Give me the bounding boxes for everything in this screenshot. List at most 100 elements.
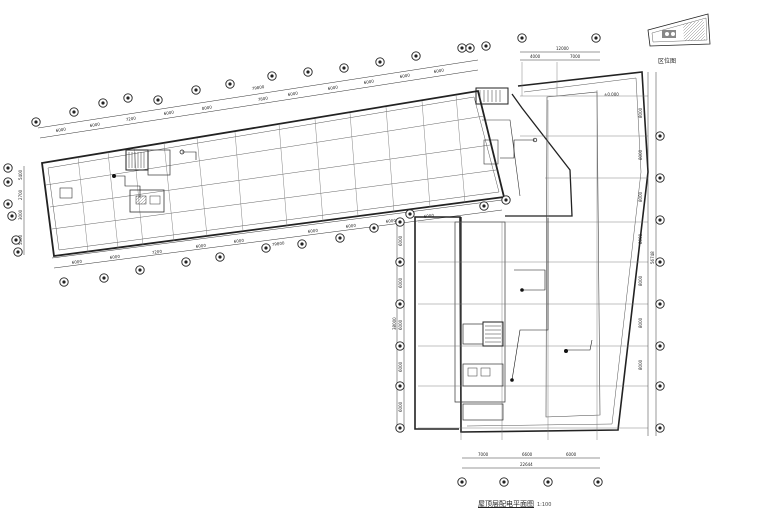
dim-right-3: 8000 <box>638 191 643 202</box>
axis-bubble-mark <box>398 220 402 224</box>
axis-bubble-mark <box>658 344 662 348</box>
axis-bubble-mark <box>398 384 402 388</box>
dim-bottom-left-9: 6000 <box>423 213 434 219</box>
axis-bubble-mark <box>378 60 382 64</box>
dimension-text: 6000 6000 7200 6000 8000 7800 6000 6000 … <box>18 46 655 467</box>
dim-bottom-left-3: 7200 <box>151 249 162 255</box>
axis-bubble-mark <box>546 480 550 484</box>
axis-bubble-mark <box>658 302 662 306</box>
axis-bubbles <box>3 33 665 487</box>
axis-bubble-mark <box>594 36 598 40</box>
dim-bottom-right-1: 7000 <box>478 452 489 457</box>
axis-bubble-mark <box>72 110 76 114</box>
dim-bottom-right-3: 6000 <box>566 452 577 457</box>
dimension-lines <box>23 51 657 469</box>
axis-bubble-mark <box>504 198 508 202</box>
dim-top-left-2: 6000 <box>89 121 100 128</box>
axis-bubble-mark <box>264 246 268 250</box>
axis-bubble-mark <box>398 260 402 264</box>
east-wing <box>414 62 649 440</box>
axis-bubble-mark <box>520 36 524 40</box>
axis-bubble-mark <box>658 426 662 430</box>
dim-bottom-left-5: 6000 <box>233 238 244 244</box>
axis-bubble-mark <box>102 276 106 280</box>
key-plan <box>647 13 711 47</box>
axis-bubble-mark <box>658 176 662 180</box>
dim-bottom-right-2: 6600 <box>522 452 533 457</box>
dim-bottom-left-8: 6000 <box>385 218 396 224</box>
dim-left-2: 6000 <box>398 277 403 288</box>
axis-bubble-mark <box>156 98 160 102</box>
dim-west-2: 2700 <box>18 189 23 200</box>
axis-bubble-mark <box>372 226 376 230</box>
axis-bubble-mark <box>14 238 18 242</box>
dim-bottom-left-1: 6000 <box>71 259 82 265</box>
axis-bubble-mark <box>34 120 38 124</box>
dim-top-left-4: 6000 <box>163 109 174 116</box>
dim-top-right-1: 4000 <box>530 54 541 59</box>
axis-bubble-mark <box>228 82 232 86</box>
axis-bubble-mark <box>414 54 418 58</box>
axis-bubble-mark <box>658 260 662 264</box>
axis-bubble-mark <box>482 204 486 208</box>
level-mark: ±0.000 <box>604 92 619 97</box>
axis-bubble-mark <box>342 66 346 70</box>
axis-bubble-mark <box>398 344 402 348</box>
axis-bubble-mark <box>184 260 188 264</box>
axis-bubble-mark <box>62 280 66 284</box>
axis-bubble-mark <box>398 426 402 430</box>
axis-bubble-mark <box>398 302 402 306</box>
dim-top-left-3: 7200 <box>125 115 136 122</box>
axis-bubble-mark <box>408 212 412 216</box>
axis-bubble-mark <box>338 236 342 240</box>
axis-bubble-mark <box>194 88 198 92</box>
dim-top-left-total: 79800 <box>251 84 265 91</box>
dim-left-5: 6000 <box>398 401 403 412</box>
axis-bubble-mark <box>126 96 130 100</box>
dim-right-1: 8000 <box>638 107 643 118</box>
dim-right-4: 8000 <box>638 233 643 244</box>
axis-bubble-mark <box>300 242 304 246</box>
axis-bubble-mark <box>460 480 464 484</box>
dim-top-right-total: 12000 <box>556 46 569 51</box>
key-plan-title: 区位图 <box>658 58 677 65</box>
axis-bubble-mark <box>658 384 662 388</box>
dim-left-4: 6000 <box>398 361 403 372</box>
dim-bottom-left-2: 6000 <box>109 254 120 260</box>
axis-bubble-mark <box>306 70 310 74</box>
axis-bubble-mark <box>16 250 20 254</box>
dim-right-5: 8000 <box>638 275 643 286</box>
axis-bubble-mark <box>502 480 506 484</box>
dim-top-left-1: 6000 <box>55 126 66 133</box>
axis-bubble-mark <box>101 101 105 105</box>
dim-bottom-right-total: 22644 <box>520 462 533 467</box>
axis-bubble-mark <box>138 268 142 272</box>
axis-bubble-mark <box>658 218 662 222</box>
dim-bottom-left-7: 6000 <box>345 223 356 229</box>
axis-bubble-mark <box>6 202 10 206</box>
west-wing <box>40 87 521 258</box>
axis-bubble-mark <box>460 46 464 50</box>
axis-bubble-mark <box>10 214 14 218</box>
axis-bubble-mark <box>270 74 274 78</box>
dim-top-left-7: 6000 <box>287 90 298 97</box>
dim-right-7: 8000 <box>638 359 643 370</box>
drawing-title: 屋顶层配电平面图 <box>478 500 534 508</box>
dim-top-left-9: 6000 <box>363 78 374 85</box>
dim-right-2: 8000 <box>638 149 643 160</box>
dim-right-6: 8000 <box>638 317 643 328</box>
dim-top-left-6: 7800 <box>257 95 268 102</box>
dim-left-3: 6000 <box>398 319 403 330</box>
dim-right-total: 56748 <box>650 251 655 264</box>
axis-bubble-mark <box>6 180 10 184</box>
dim-top-right-2: 7000 <box>570 54 581 59</box>
dim-top-left-10: 6000 <box>399 72 410 79</box>
axis-bubble-mark <box>658 134 662 138</box>
dim-top-left-8: 6000 <box>327 84 338 91</box>
axis-bubble-mark <box>484 44 488 48</box>
axis-bubble-mark <box>468 46 472 50</box>
dim-left-1: 6000 <box>398 235 403 246</box>
dim-west-1: 5400 <box>18 169 23 180</box>
axis-bubble-mark <box>596 480 600 484</box>
